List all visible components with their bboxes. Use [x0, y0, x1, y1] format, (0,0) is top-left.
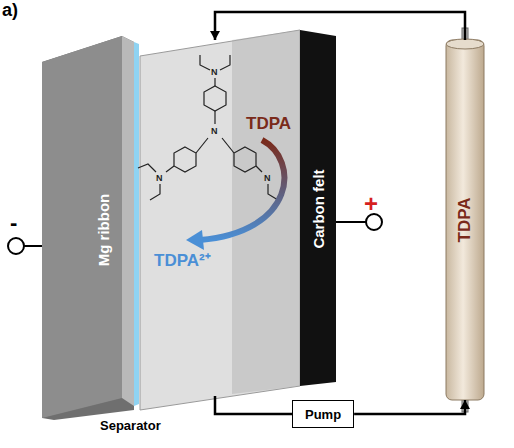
- terminal-sign: -: [10, 210, 17, 236]
- slab-side: [42, 36, 134, 420]
- carbon-felt: [300, 30, 336, 386]
- cell-region: TDPA TDPA²⁺: [140, 40, 300, 396]
- reservoir-label: TDPA: [455, 197, 475, 242]
- atom-label: N: [264, 173, 271, 183]
- arrowhead: [460, 400, 470, 409]
- pump-label: Pump: [305, 407, 341, 422]
- species-label: TDPA²⁺: [154, 248, 211, 271]
- tube-connector: [215, 396, 292, 414]
- arrowhead: [186, 230, 204, 250]
- electrode-box: Mg ribbon: [44, 62, 120, 398]
- reservoir-cap: [446, 39, 484, 49]
- part-label: Separator: [100, 418, 161, 433]
- terminal: [8, 238, 24, 254]
- tube-line: [215, 12, 465, 40]
- redox-arrow: [200, 140, 284, 240]
- reservoir-box: TDPA: [446, 40, 484, 400]
- terminal-lead: [336, 221, 366, 223]
- reservoir: [446, 40, 484, 400]
- tube-line: [215, 396, 292, 414]
- tube-connector: [210, 12, 465, 40]
- arrowhead: [210, 31, 220, 40]
- tube-line: [354, 400, 465, 414]
- atom-label: N: [211, 126, 218, 136]
- atom-label: N: [156, 173, 163, 183]
- electrolyte-panel: [140, 30, 300, 410]
- panel-label: a): [2, 0, 18, 21]
- electrode-box: Carbon felt: [300, 36, 336, 382]
- slab-edge: [122, 36, 134, 406]
- tube-connector: [354, 400, 470, 414]
- atom-label: N: [211, 67, 218, 77]
- terminal-sign: +: [364, 190, 378, 218]
- separator: [134, 42, 139, 406]
- electrode-name: Carbon felt: [310, 169, 327, 248]
- pump-box: Pump: [292, 400, 354, 428]
- terminal-lead: [24, 245, 42, 247]
- mg-slab: [42, 36, 122, 418]
- electrode-name: Mg ribbon: [95, 194, 112, 266]
- species-label: TDPA: [246, 114, 291, 134]
- felt-face: [232, 30, 300, 394]
